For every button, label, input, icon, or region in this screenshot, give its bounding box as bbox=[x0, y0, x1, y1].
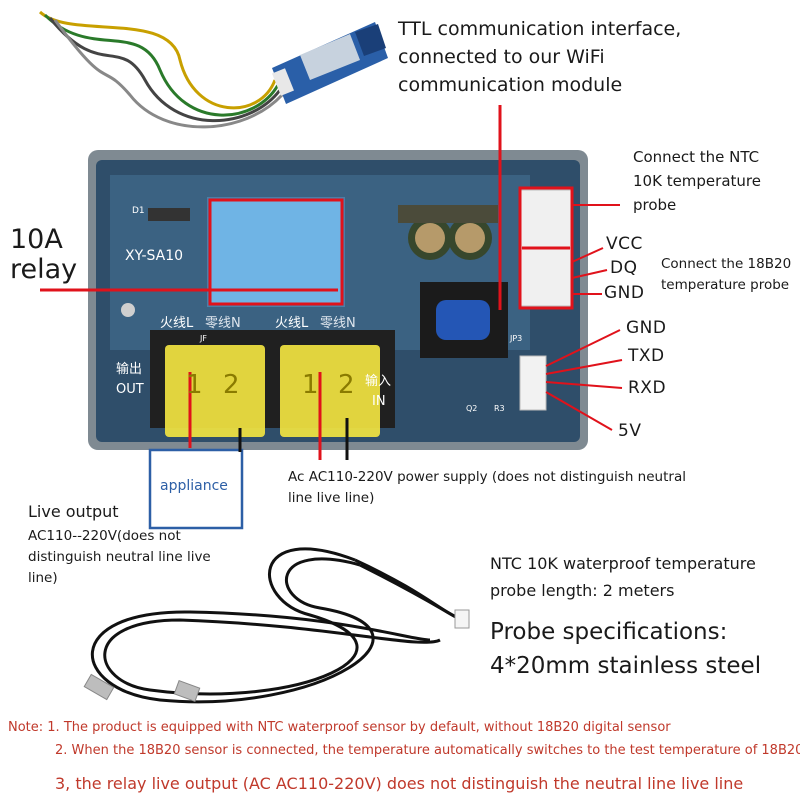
board-model-label: XY-SA10 bbox=[125, 248, 184, 264]
probe-tip-1 bbox=[83, 673, 115, 701]
terminal-digit-3: 1 bbox=[302, 370, 319, 400]
ds18b20-connect-callout: Connect the 18B20 temperature probe bbox=[661, 256, 792, 293]
board-in-en: IN bbox=[372, 394, 386, 409]
appliance-label: appliance bbox=[160, 478, 228, 494]
board-neutral-label-1: 零线N bbox=[205, 316, 241, 331]
board-in-cn: 输入 bbox=[365, 374, 392, 389]
board-neutral-label-2: 零线N bbox=[320, 316, 356, 331]
board-out-cn: 输出 bbox=[116, 362, 143, 377]
terminal-digit-1: 1 bbox=[186, 370, 203, 400]
terminal-digit-4: 2 bbox=[338, 370, 355, 400]
controller-board bbox=[88, 150, 588, 450]
note-1: Note: 1. The product is equipped with NT… bbox=[8, 720, 671, 735]
pin-vcc-label: VCC bbox=[606, 234, 643, 254]
probe-tip-2 bbox=[173, 680, 201, 702]
pin-gnd-label-ttl: GND bbox=[626, 318, 667, 338]
note-3: 3, the relay live output (AC AC110-220V)… bbox=[55, 774, 744, 793]
board-jf-label: JF bbox=[200, 334, 207, 343]
board-jp3-label: JP3 bbox=[510, 334, 523, 343]
ntc-connect-callout: Connect the NTC 10K temperature probe bbox=[633, 148, 761, 214]
probe-spec-callout: Probe specifications: 4*20mm stainless s… bbox=[490, 619, 762, 679]
appliance-box bbox=[148, 428, 244, 530]
pin-rxd-label: RXD bbox=[628, 378, 667, 398]
annotation-lines bbox=[40, 105, 623, 460]
live-output-title: Live output bbox=[28, 502, 119, 521]
wifi-cable bbox=[38, 10, 284, 129]
board-live-label-1: 火线L bbox=[160, 316, 194, 331]
board-q2-label: Q2 bbox=[466, 404, 478, 413]
board-live-label-2: 火线L bbox=[275, 316, 309, 331]
pin-5v-label: 5V bbox=[618, 421, 642, 441]
power-supply-callout: Ac AC110-220V power supply (does not dis… bbox=[288, 469, 686, 506]
board-r3-label: R3 bbox=[494, 404, 505, 413]
terminal-digit-2: 2 bbox=[223, 370, 240, 400]
ttl-interface-callout: TTL communication interface, connected t… bbox=[398, 18, 682, 96]
pin-dq-label: DQ bbox=[610, 258, 638, 278]
live-output-desc: AC110--220V(does not distinguish neutral… bbox=[28, 528, 211, 586]
board-out-en: OUT bbox=[116, 382, 144, 397]
probe-connector bbox=[454, 609, 470, 629]
board-diode-label: D1 bbox=[132, 206, 145, 216]
wifi-module bbox=[272, 22, 388, 104]
pin-gnd-label-18b20: GND bbox=[604, 283, 645, 303]
relay-callout: 10A relay bbox=[10, 224, 78, 285]
pin-txd-label: TXD bbox=[628, 346, 665, 366]
note-2: 2. When the 18B20 sensor is connected, t… bbox=[55, 743, 800, 758]
probe-info-callout: NTC 10K waterproof temperature probe len… bbox=[490, 554, 756, 600]
